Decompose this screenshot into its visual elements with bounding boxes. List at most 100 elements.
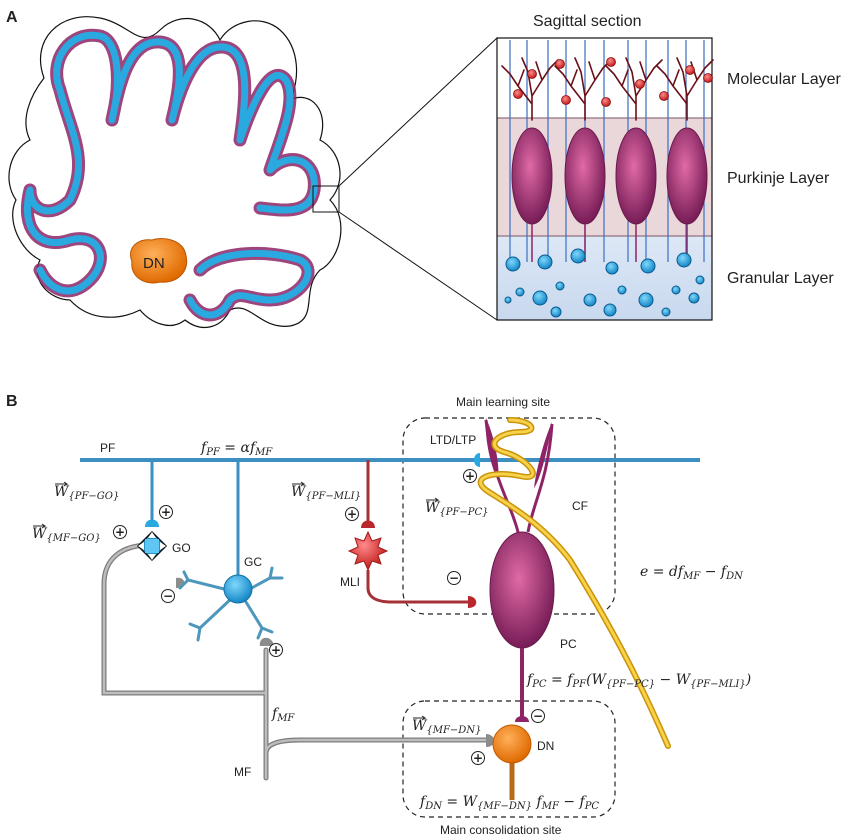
mli-dot <box>685 65 695 75</box>
deep-nucleus <box>492 724 532 800</box>
mossy-fiber <box>101 542 493 781</box>
mli-dot <box>635 79 645 89</box>
purkinje-dendrite <box>605 57 663 121</box>
svg-text:−: − <box>163 589 173 603</box>
svg-text:−: − <box>449 571 459 585</box>
w-pf-go-arrow <box>55 481 69 487</box>
mli-dot <box>659 91 669 101</box>
dn-label-a: DN <box>143 255 165 272</box>
panel-a-label: A <box>6 9 18 26</box>
mf-go-sign: + <box>113 525 127 539</box>
granule-dot <box>671 285 681 295</box>
granule-cell <box>178 566 284 642</box>
zoom-line-bottom <box>338 211 498 321</box>
w-mf-dn-label: W{MF−DN} <box>412 718 481 736</box>
granule-dot <box>505 256 521 272</box>
granule-dot <box>695 275 705 285</box>
go-label: GO <box>172 541 191 555</box>
granule-cell-soma <box>223 574 253 604</box>
pf-go-synapse <box>145 519 159 527</box>
granule-dot <box>550 306 562 318</box>
sagittal-section <box>496 37 714 321</box>
section-title: Sagittal section <box>533 13 642 30</box>
pf-go-sign: + <box>159 505 173 519</box>
layer-label-granular: Granular Layer <box>727 270 834 287</box>
consolidation-site-label: Main consolidation site <box>440 823 562 837</box>
granule-dot <box>570 248 586 264</box>
w-pf-mli-label: W{PF−MLI} <box>291 484 361 502</box>
mli-label: MLI <box>340 575 360 589</box>
granule-dot <box>676 252 692 268</box>
pc-label: PC <box>560 637 577 651</box>
granule-dot <box>504 296 512 304</box>
mf-gc-sign: + <box>269 643 283 657</box>
mf-dn-sign: + <box>471 751 485 765</box>
mli-pc-sign: − <box>447 571 461 585</box>
dn-label-b: DN <box>537 739 554 753</box>
granule-dot <box>555 281 565 291</box>
mf-label: MF <box>234 765 251 779</box>
eq-fpc: fPC = fPF(W{PF−PC} − W{PF−MLI}) <box>526 672 751 690</box>
w-pf-go-label: W{PF−GO} <box>54 484 119 502</box>
mf-gc-synapse <box>259 637 274 646</box>
granule-dot <box>688 292 700 304</box>
mli-dot <box>561 95 571 105</box>
w-mf-go-label: W{MF−GO} <box>32 526 101 544</box>
w-mf-dn-arrow <box>413 715 427 721</box>
zoom-line-top <box>338 37 498 187</box>
svg-text:+: + <box>115 525 125 539</box>
granule-dot <box>640 258 656 274</box>
w-pf-pc-arrow <box>426 497 440 503</box>
granule-dot <box>532 290 548 306</box>
pc-dn-sign: − <box>531 709 545 723</box>
w-mf-go-arrow <box>33 523 47 529</box>
dentate-nucleus: DN <box>130 238 188 284</box>
granule-dot <box>617 285 627 295</box>
cerebellar-folia <box>20 28 321 322</box>
mf-dn-synapse <box>486 734 495 747</box>
mli-dot <box>601 97 611 107</box>
granule-dot <box>603 303 617 317</box>
eq-fdn: fDN = W{MF−DN} fMF − fPC <box>419 794 599 812</box>
svg-text:−: − <box>533 709 543 723</box>
w-pf-pc-label: W{PF−PC} <box>425 500 489 518</box>
purkinje-cell <box>484 418 555 722</box>
purkinje-soma <box>666 127 708 225</box>
pf-mli-sign: + <box>345 507 359 521</box>
mli-dot <box>555 59 565 69</box>
granule-dot <box>583 293 597 307</box>
cf-label: CF <box>572 499 588 513</box>
go-gc-sign: − <box>161 589 175 603</box>
purkinje-soma <box>564 127 606 225</box>
pf-pc-synapse <box>474 453 480 467</box>
svg-text:+: + <box>465 469 475 483</box>
mli-dot <box>527 69 537 79</box>
learning-site-label: Main learning site <box>456 395 550 409</box>
mli-dot <box>513 89 523 99</box>
purkinje-soma <box>615 127 657 225</box>
layer-label-molecular: Molecular Layer <box>727 71 842 88</box>
svg-text:+: + <box>271 643 281 657</box>
zoom-box <box>312 185 340 213</box>
layer-label-purkinje: Purkinje Layer <box>727 170 830 187</box>
eq-error: e = dfMF − fDN <box>640 564 744 582</box>
mli-dot <box>606 57 616 67</box>
gc-label: GC <box>244 555 262 569</box>
svg-text:+: + <box>347 507 357 521</box>
pf-label: PF <box>100 441 115 455</box>
granule-dot <box>605 261 619 275</box>
f-mf-label: fMF <box>271 706 295 724</box>
climbing-fiber <box>477 417 671 749</box>
purkinje-soma <box>511 127 553 225</box>
mli-dot <box>703 73 713 83</box>
panel-b-label: B <box>6 393 18 410</box>
mli-cell <box>347 460 477 608</box>
golgi-cell <box>136 530 168 562</box>
granule-dot <box>515 287 525 297</box>
granule-dot <box>537 254 553 270</box>
granule-dot <box>638 292 654 308</box>
granule-dot <box>661 307 671 317</box>
purkinje-dendrite <box>554 57 612 121</box>
svg-text:+: + <box>473 751 483 765</box>
